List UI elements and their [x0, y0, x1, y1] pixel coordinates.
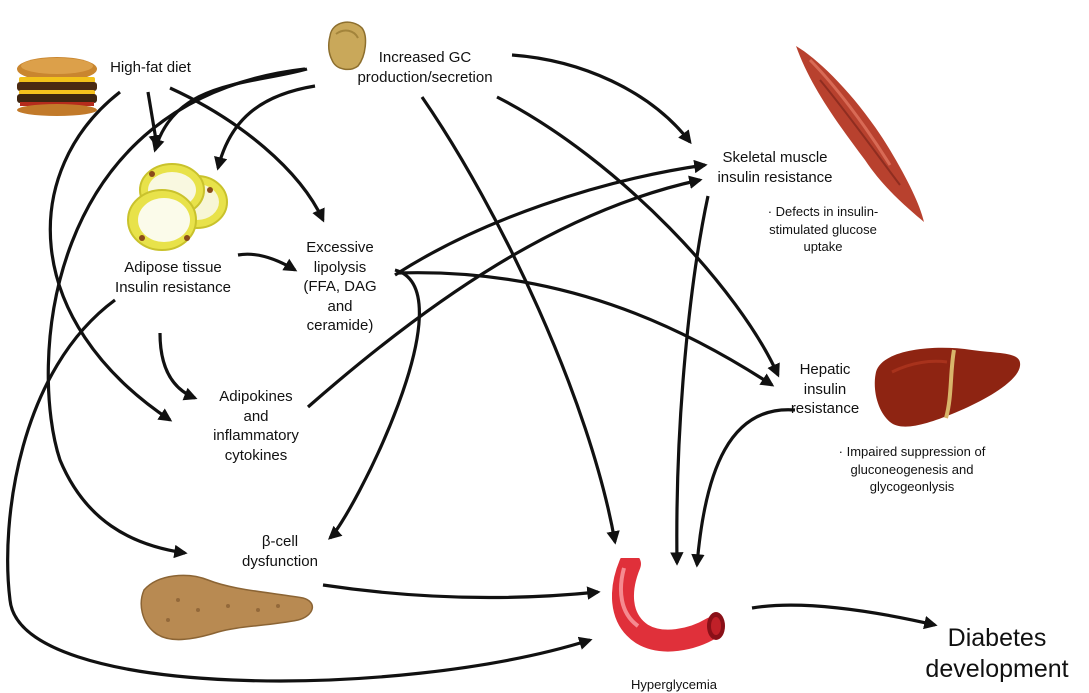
liver-icon [872, 342, 1024, 434]
arrow-gc-to-muscle [512, 55, 690, 142]
diabetes-label: Diabetes development [912, 623, 1082, 686]
burger-icon [12, 55, 102, 117]
adipose-label: Adipose tissue Insulin resistance [103, 258, 243, 297]
arrow-gc-to-adipose [218, 86, 315, 168]
lipolysis-label: Excessive lipolysis (FFA, DAG and cerami… [295, 238, 385, 336]
beta-cell-label: β-cell dysfunction [225, 532, 335, 571]
high-fat-diet-label: High-fat diet [98, 58, 203, 78]
arrow-gc-to-hepatic [497, 97, 778, 375]
skeletal-muscle-label: Skeletal muscle insulin resistance [700, 148, 850, 187]
gc-production-label: Increased GC production/secretion [336, 48, 514, 87]
blood-vessel-icon [612, 558, 734, 658]
hepatic-note: · Impaired suppression of gluconeogenesi… [812, 443, 1012, 496]
arrow-lipolysis-to-muscle [395, 165, 705, 275]
arrow-adipose-to-adipokines [160, 333, 195, 398]
arrow-gc-to-hyperglycemia [422, 97, 615, 542]
hyperglycemia-label: Hyperglycemia [614, 676, 734, 693]
muscle-icon [790, 40, 930, 225]
arrow-betacell-to-hyperglycemia [323, 585, 598, 598]
adipocytes-icon [122, 160, 232, 255]
arrow-adipose-to-lipolysis [238, 254, 295, 270]
arrow-diet-to-adipose [148, 92, 157, 146]
arrow-diet-to-betacell [48, 69, 305, 553]
arrow-hepatic-to-hyperglycemia [697, 410, 795, 565]
pancreas-icon [138, 570, 318, 645]
muscle-note: · Defects in insulin- stimulated glucose… [748, 203, 898, 256]
arrow-lipolysis-to-hepatic [398, 273, 772, 385]
adipokines-label: Adipokines and inflammatory cytokines [196, 387, 316, 465]
arrow-hyperglycemia-to-diabetes [752, 605, 935, 625]
hepatic-label: Hepatic insulin resistance [780, 360, 870, 419]
